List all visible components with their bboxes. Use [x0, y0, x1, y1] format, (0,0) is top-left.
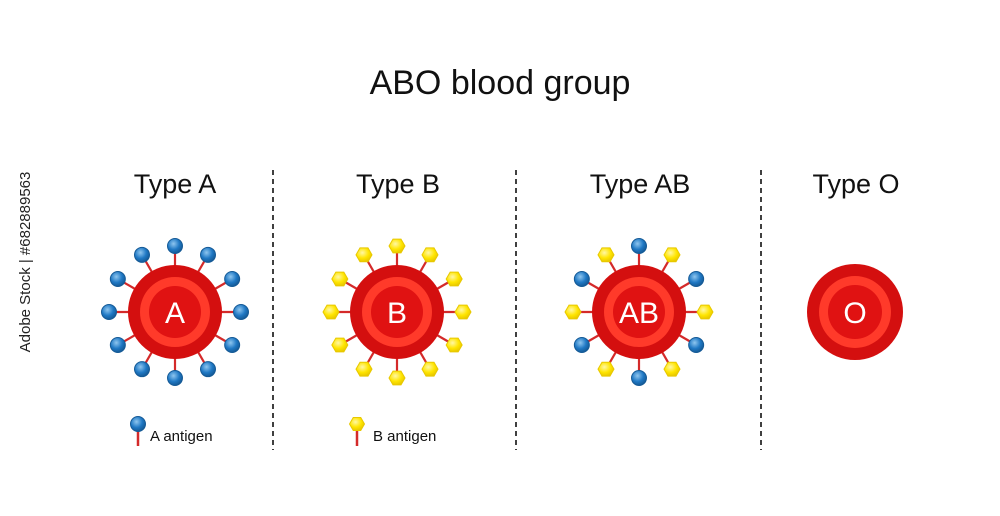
b-antigen-icon: [597, 361, 615, 377]
a-antigen-icon: [631, 370, 647, 386]
b-antigen-icon: [331, 337, 349, 353]
legend-b-text: B antigen: [373, 428, 436, 445]
type-o-title: Type O: [812, 169, 899, 199]
b-antigen-icon: [663, 361, 681, 377]
b-antigen-icon: [663, 247, 681, 263]
type-b-letter: B: [387, 297, 407, 330]
type-b-title: Type B: [356, 169, 440, 199]
b-antigen-icon: [348, 417, 366, 431]
type-a-cell: A: [101, 238, 249, 386]
legend-a-text: A antigen: [150, 428, 213, 445]
b-antigen-icon: [355, 361, 373, 377]
b-antigen-icon: [597, 247, 615, 263]
a-antigen-icon: [130, 416, 146, 432]
stock-watermark: Adobe Stock | #682889563: [17, 172, 34, 353]
a-antigen-icon: [224, 337, 241, 353]
b-antigen-icon: [696, 304, 714, 320]
a-antigen-icon: [224, 271, 241, 287]
type-ab-cell: AB: [564, 238, 714, 386]
type-a-letter: A: [165, 297, 185, 330]
legend-a: A antigen: [130, 416, 213, 446]
a-antigen-icon: [109, 271, 126, 287]
diagram-title: ABO blood group: [370, 64, 631, 102]
b-antigen-icon: [421, 361, 439, 377]
a-antigen-icon: [167, 238, 183, 254]
legend-b: B antigen: [348, 417, 436, 446]
b-antigen-icon: [355, 247, 373, 263]
a-antigen-icon: [573, 337, 590, 353]
type-ab-title: Type AB: [590, 169, 691, 199]
a-antigen-icon: [109, 337, 126, 353]
a-antigen-icon: [631, 238, 647, 254]
a-antigen-icon: [134, 361, 150, 378]
b-antigen-icon: [454, 304, 472, 320]
a-antigen-icon: [573, 271, 590, 287]
b-antigen-icon: [445, 271, 463, 287]
a-antigen-icon: [167, 370, 183, 386]
b-antigen-icon: [331, 271, 349, 287]
a-antigen-icon: [134, 246, 150, 263]
a-antigen-icon: [688, 271, 705, 287]
b-antigen-icon: [322, 304, 340, 320]
type-o-letter: O: [843, 297, 866, 330]
a-antigen-icon: [101, 304, 117, 320]
a-antigen-icon: [200, 361, 216, 378]
a-antigen-icon: [233, 304, 249, 320]
b-antigen-icon: [445, 337, 463, 353]
type-a-title: Type A: [134, 169, 217, 199]
a-antigen-icon: [688, 337, 705, 353]
b-antigen-icon: [388, 370, 406, 386]
type-o-cell: O: [807, 264, 903, 360]
b-antigen-icon: [564, 304, 582, 320]
a-antigen-icon: [200, 246, 216, 263]
b-antigen-icon: [388, 238, 406, 254]
type-b-cell: B: [322, 238, 472, 386]
type-ab-letter: AB: [619, 297, 659, 330]
b-antigen-icon: [421, 247, 439, 263]
